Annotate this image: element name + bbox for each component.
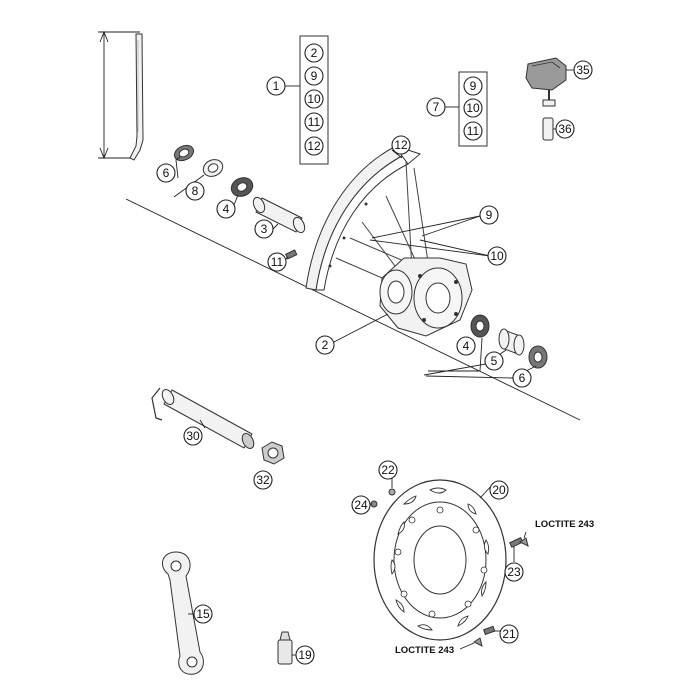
bushing-36: [542, 117, 556, 141]
bearing-4-right: [470, 314, 490, 338]
nut-32: [261, 441, 285, 465]
callout-10-spoke[interactable]: 10: [487, 246, 507, 266]
callout-19[interactable]: 19: [295, 645, 315, 665]
callout-15[interactable]: 15: [193, 604, 213, 624]
svg-text:10: 10: [307, 92, 321, 106]
callout-6-left[interactable]: 6: [156, 163, 176, 183]
bearing-4-left: [230, 177, 254, 197]
spacer-5: [498, 328, 525, 356]
svg-text:9: 9: [470, 79, 477, 93]
axle-30: [151, 387, 255, 449]
svg-text:9: 9: [486, 208, 493, 222]
svg-text:2: 2: [322, 338, 329, 352]
hub: [379, 257, 473, 337]
svg-text:8: 8: [192, 184, 199, 198]
svg-text:10: 10: [466, 101, 480, 115]
callout-24[interactable]: 24: [351, 495, 371, 515]
svg-text:11: 11: [467, 124, 480, 138]
svg-text:22: 22: [381, 463, 395, 477]
svg-text:7: 7: [433, 100, 440, 114]
svg-text:23: 23: [507, 565, 521, 579]
svg-text:32: 32: [256, 473, 270, 487]
loctite-note-bottom: LOCTITE 243: [395, 642, 475, 656]
svg-text:36: 36: [558, 122, 572, 136]
callout-2-hub[interactable]: 2: [315, 335, 335, 355]
svg-text:LOCTITE 243: LOCTITE 243: [395, 645, 454, 656]
callout-9-kit[interactable]: 9: [304, 66, 324, 86]
nipple-11: [284, 249, 298, 260]
callout-7[interactable]: 7: [426, 97, 446, 117]
spacer-8: [202, 159, 224, 177]
svg-text:1: 1: [273, 79, 280, 93]
callout-32[interactable]: 32: [253, 470, 273, 490]
callout-3[interactable]: 3: [254, 219, 274, 239]
svg-text:5: 5: [491, 354, 498, 368]
callout-20[interactable]: 20: [489, 480, 509, 500]
callout-21[interactable]: 21: [499, 624, 519, 644]
callout-30[interactable]: 30: [183, 426, 203, 446]
svg-text:15: 15: [196, 607, 210, 621]
spacer-tube-3: [252, 196, 306, 234]
rim: [305, 145, 422, 291]
wrench-15: [161, 551, 204, 675]
svg-text:35: 35: [576, 63, 590, 77]
seal-6-right: [528, 345, 548, 369]
callout-23[interactable]: 23: [504, 562, 524, 582]
callout-4-left[interactable]: 4: [216, 199, 236, 219]
svg-text:20: 20: [492, 483, 506, 497]
svg-text:30: 30: [186, 429, 200, 443]
svg-text:4: 4: [463, 339, 470, 353]
callout-6-right[interactable]: 6: [512, 368, 532, 388]
callout-11-kit7[interactable]: 11: [463, 121, 483, 141]
speedo-drive: [525, 57, 574, 107]
seal-6-left: [173, 144, 195, 162]
svg-text:12: 12: [394, 138, 408, 152]
svg-text:19: 19: [298, 648, 312, 662]
callout-22[interactable]: 22: [378, 460, 398, 480]
callout-1[interactable]: 1: [266, 76, 286, 96]
spoke: [129, 33, 144, 161]
svg-text:11: 11: [308, 115, 321, 129]
svg-text:6: 6: [519, 371, 526, 385]
callout-2-kit[interactable]: 2: [304, 43, 324, 63]
callout-11-kit[interactable]: 11: [304, 112, 324, 132]
disc-small-parts: [370, 478, 529, 647]
callout-12-rim[interactable]: 12: [391, 135, 411, 155]
callout-5[interactable]: 5: [484, 351, 504, 371]
callout-8[interactable]: 8: [185, 181, 205, 201]
svg-text:4: 4: [223, 202, 230, 216]
svg-text:10: 10: [490, 249, 504, 263]
svg-text:6: 6: [163, 166, 170, 180]
svg-text:11: 11: [271, 255, 284, 269]
callout-4-right[interactable]: 4: [456, 336, 476, 356]
svg-text:9: 9: [311, 69, 318, 83]
callout-36[interactable]: 36: [555, 119, 575, 139]
callout-10-kit7[interactable]: 10: [463, 98, 483, 118]
svg-text:3: 3: [261, 222, 268, 236]
callout-11-nipple[interactable]: 11: [267, 252, 287, 272]
svg-text:24: 24: [354, 498, 368, 512]
callout-9-kit7[interactable]: 9: [463, 76, 483, 96]
loctite-note-top: LOCTITE 243: [523, 519, 594, 539]
svg-text:2: 2: [311, 46, 318, 60]
loctite-bottle-19: [277, 631, 296, 665]
svg-text:12: 12: [307, 139, 321, 153]
spoke-dimension: [98, 30, 140, 160]
callout-12-kit[interactable]: 12: [304, 136, 324, 156]
svg-text:21: 21: [502, 627, 516, 641]
callout-35[interactable]: 35: [573, 60, 593, 80]
brake-disc: [373, 479, 507, 641]
svg-text:LOCTITE 243: LOCTITE 243: [535, 519, 594, 530]
callout-10-kit[interactable]: 10: [304, 89, 324, 109]
callout-9-spoke[interactable]: 9: [479, 205, 499, 225]
